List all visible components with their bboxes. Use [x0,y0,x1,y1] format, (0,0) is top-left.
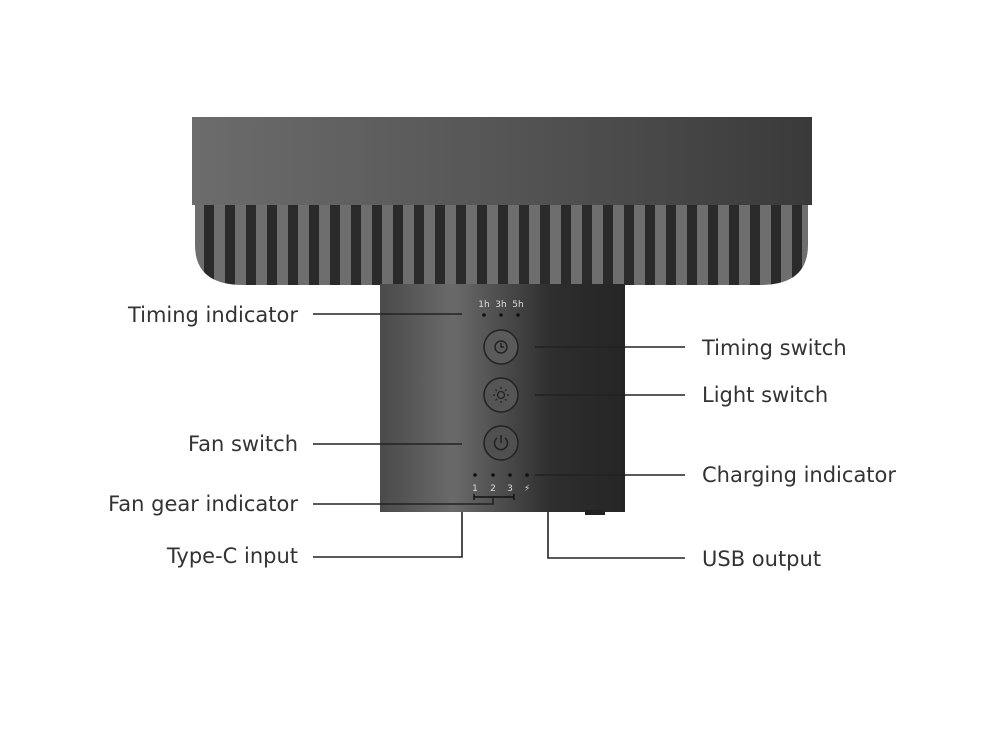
timer-mark-3h: 3h [495,300,506,310]
label-type-c-input: Type-C input [166,544,298,568]
gear-mark-3: 3 [507,484,513,494]
label-fan-switch: Fan switch [188,432,298,456]
callout-lines [313,313,685,559]
timing-switch-button[interactable] [483,329,519,365]
fan-base: 1h 3h 5h 1 2 3 ⚡ [380,284,625,515]
timer-mark-1h: 1h [478,300,489,310]
label-light-switch: Light switch [702,383,828,407]
gear-led-1 [473,473,477,477]
label-timing-switch: Timing switch [701,336,847,360]
clock-icon [494,340,508,354]
gear-led-2 [491,473,495,477]
fan-head [192,117,812,285]
timer-mark-5h: 5h [512,300,523,310]
fan-switch-button[interactable] [483,425,519,461]
gear-bracket [473,494,515,500]
usb-port [585,510,605,515]
power-icon [493,435,509,451]
timer-led-3h [499,313,503,317]
light-switch-button[interactable] [483,377,519,413]
charging-led [525,473,529,477]
timer-led-5h [516,313,520,317]
sun-icon [493,387,509,403]
fan-head-rim [192,117,812,205]
label-usb-output: USB output [702,547,821,571]
label-charging-indicator: Charging indicator [702,463,896,487]
gear-mark-2: 2 [490,484,496,494]
gear-led-3 [508,473,512,477]
gear-mark-1: 1 [472,484,478,494]
charging-bolt-icon: ⚡ [524,484,530,494]
label-fan-gear-indicator: Fan gear indicator [108,492,298,516]
timer-led-1h [482,313,486,317]
label-timing-indicator: Timing indicator [127,303,298,327]
fan-grille [195,205,808,285]
